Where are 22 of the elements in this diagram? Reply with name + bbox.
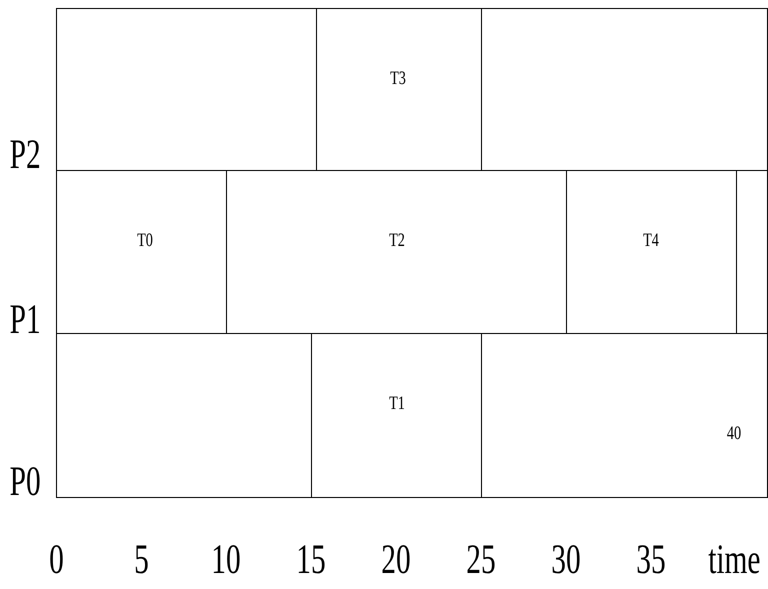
row-label: P1 <box>10 299 42 341</box>
row-label: P0 <box>10 461 42 503</box>
task-label: T2 <box>388 231 406 251</box>
tick-label: 25 <box>466 539 496 581</box>
task-bar <box>481 333 768 498</box>
tick-label: 35 <box>636 539 666 581</box>
tick-label: 30 <box>551 539 581 581</box>
value-label: 40 <box>726 424 742 444</box>
task-label: T0 <box>136 231 154 251</box>
idle-bar <box>56 333 312 498</box>
idle-bar <box>56 8 317 171</box>
tick-label: 15 <box>296 539 326 581</box>
task-label: T3 <box>389 69 407 89</box>
idle-bar <box>481 8 768 171</box>
tick-label: 10 <box>211 539 241 581</box>
tick-label: 0 <box>48 539 64 581</box>
tick-label: 20 <box>381 539 411 581</box>
row-label: P2 <box>10 134 42 176</box>
axis-title: time <box>708 539 760 581</box>
tick-label: 5 <box>134 539 148 581</box>
task-label: T1 <box>388 394 406 414</box>
task-label: T4 <box>642 231 660 251</box>
